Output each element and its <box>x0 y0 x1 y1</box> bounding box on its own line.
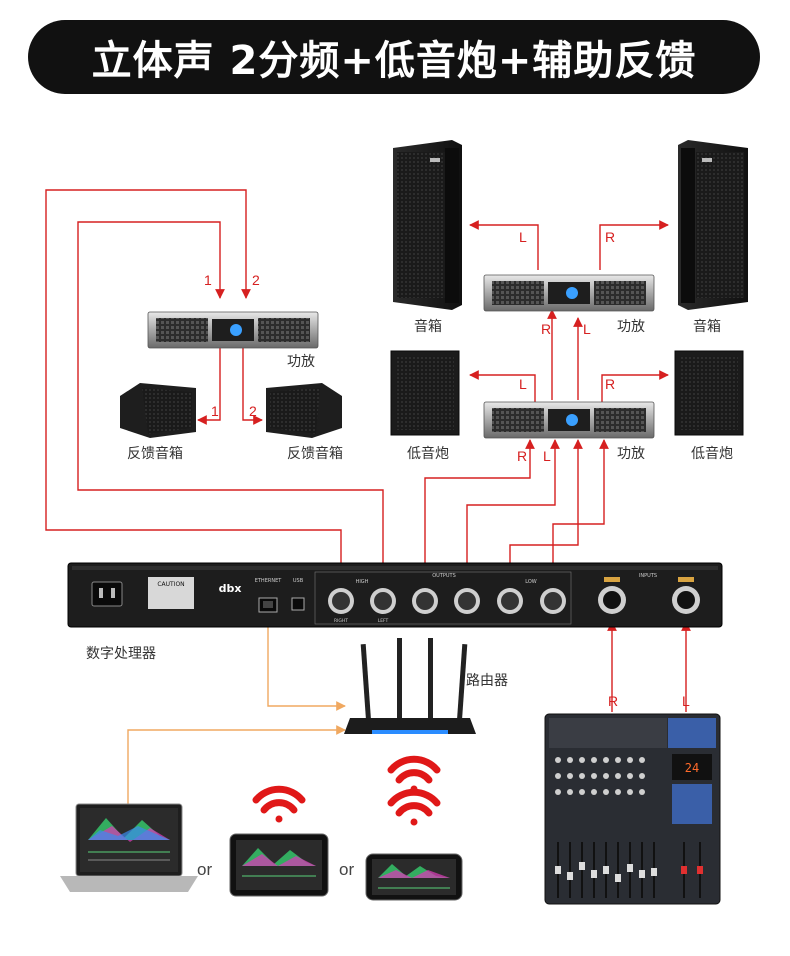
wiring-red <box>45 189 691 712</box>
wire-monitor-out-2 <box>242 347 263 425</box>
wire-sub-out-l <box>469 370 536 402</box>
wire-label-mixer-r: R <box>608 693 619 709</box>
wifi-icon <box>387 755 441 793</box>
or-separator: or <box>339 860 355 879</box>
wire-ethernet-router <box>267 615 346 711</box>
high-label: HIGH <box>356 579 369 585</box>
wire-sub-out-r <box>601 370 669 402</box>
wifi-icon <box>252 785 306 823</box>
mixer-console: 24 <box>544 713 721 905</box>
out-left-label: LEFT <box>378 618 389 624</box>
wire-label-main-in-r: R <box>541 321 552 337</box>
sub-amplifier <box>483 401 655 439</box>
wire-label-main-in-l: L <box>583 321 591 337</box>
monitor-amplifier <box>147 311 319 349</box>
digital-processor: CAUTION dbx ETHERNET USB OUTPUTS HIGH LO… <box>67 562 723 628</box>
wire-laptop-router <box>127 725 346 804</box>
outputs-label: OUTPUTS <box>432 573 456 579</box>
usb-label: USB <box>293 578 304 584</box>
wire-label-sub-in-r: R <box>517 448 528 464</box>
wire-label-mixer-l: L <box>682 693 690 709</box>
wire-label-mon-in-2: 2 <box>252 272 260 288</box>
processor-label: 数字处理器 <box>86 646 156 662</box>
subwoofer-left <box>390 350 460 436</box>
amp-sub-label: 功放 <box>617 446 645 462</box>
tablet-icon <box>229 833 329 897</box>
router-label: 路由器 <box>466 673 508 689</box>
wire-label-mon-out-1: 1 <box>211 403 219 419</box>
caution-label: CAUTION <box>157 581 184 588</box>
monitor-right-label: 反馈音箱 <box>287 446 343 462</box>
wire-main-out-r <box>599 220 669 270</box>
laptop-icon <box>60 803 198 892</box>
phone-icon <box>365 853 463 901</box>
xlr-input-jacks <box>598 577 700 614</box>
wiring-network <box>127 615 346 804</box>
speaker-left-label: 音箱 <box>414 319 442 335</box>
amp-monitor-label: 功放 <box>287 354 315 370</box>
out-right-label: RIGHT <box>334 618 348 624</box>
ethernet-label: ETHERNET <box>255 578 283 584</box>
wire-label-mon-in-1: 1 <box>204 272 212 288</box>
wire-proc-out-sub-l <box>466 439 560 588</box>
brand-logo: dbx <box>219 582 242 595</box>
main-speaker-right <box>678 140 748 310</box>
subwoofer-right <box>674 350 744 436</box>
main-amplifier <box>483 274 655 312</box>
main-speaker-left <box>393 140 462 310</box>
wire-label-mon-out-2: 2 <box>249 403 257 419</box>
wire-proc-out-main-r <box>552 439 609 588</box>
speaker-right-label: 音箱 <box>693 319 721 335</box>
wire-monitor-in-1 <box>77 221 384 588</box>
wire-label-main-r: R <box>605 229 616 245</box>
wire-main-out-l <box>469 220 539 270</box>
amp-main-label: 功放 <box>617 319 645 335</box>
wire-label-sub-in-l: L <box>543 448 551 464</box>
router <box>344 638 476 734</box>
monitor-speaker-left <box>120 383 196 438</box>
monitor-left-label: 反馈音箱 <box>127 446 183 462</box>
page-title: 立体声 2分频+低音炮+辅助反馈 <box>91 38 697 84</box>
or-separator: or <box>197 860 213 879</box>
mixer-knobs <box>555 757 645 795</box>
wire-proc-out-sub-r <box>424 439 535 588</box>
wire-label-main-l: L <box>519 229 527 245</box>
xlr-output-jacks <box>328 588 566 614</box>
inputs-label: INPUTS <box>639 573 657 579</box>
title-banner: 立体声 2分频+低音炮+辅助反馈 <box>28 20 760 94</box>
low-label: LOW <box>525 579 537 585</box>
wire-label-sub-r: R <box>605 376 616 392</box>
subwoofer-left-label: 低音炮 <box>407 446 449 462</box>
wire-label-sub-l: L <box>519 376 527 392</box>
mixer-display: 24 <box>685 761 699 775</box>
subwoofer-right-label: 低音炮 <box>691 446 733 462</box>
wire-monitor-out-1 <box>197 347 221 425</box>
wifi-icon <box>387 788 441 826</box>
wire-monitor-in-2 <box>45 189 342 588</box>
monitor-speaker-right <box>266 383 342 438</box>
